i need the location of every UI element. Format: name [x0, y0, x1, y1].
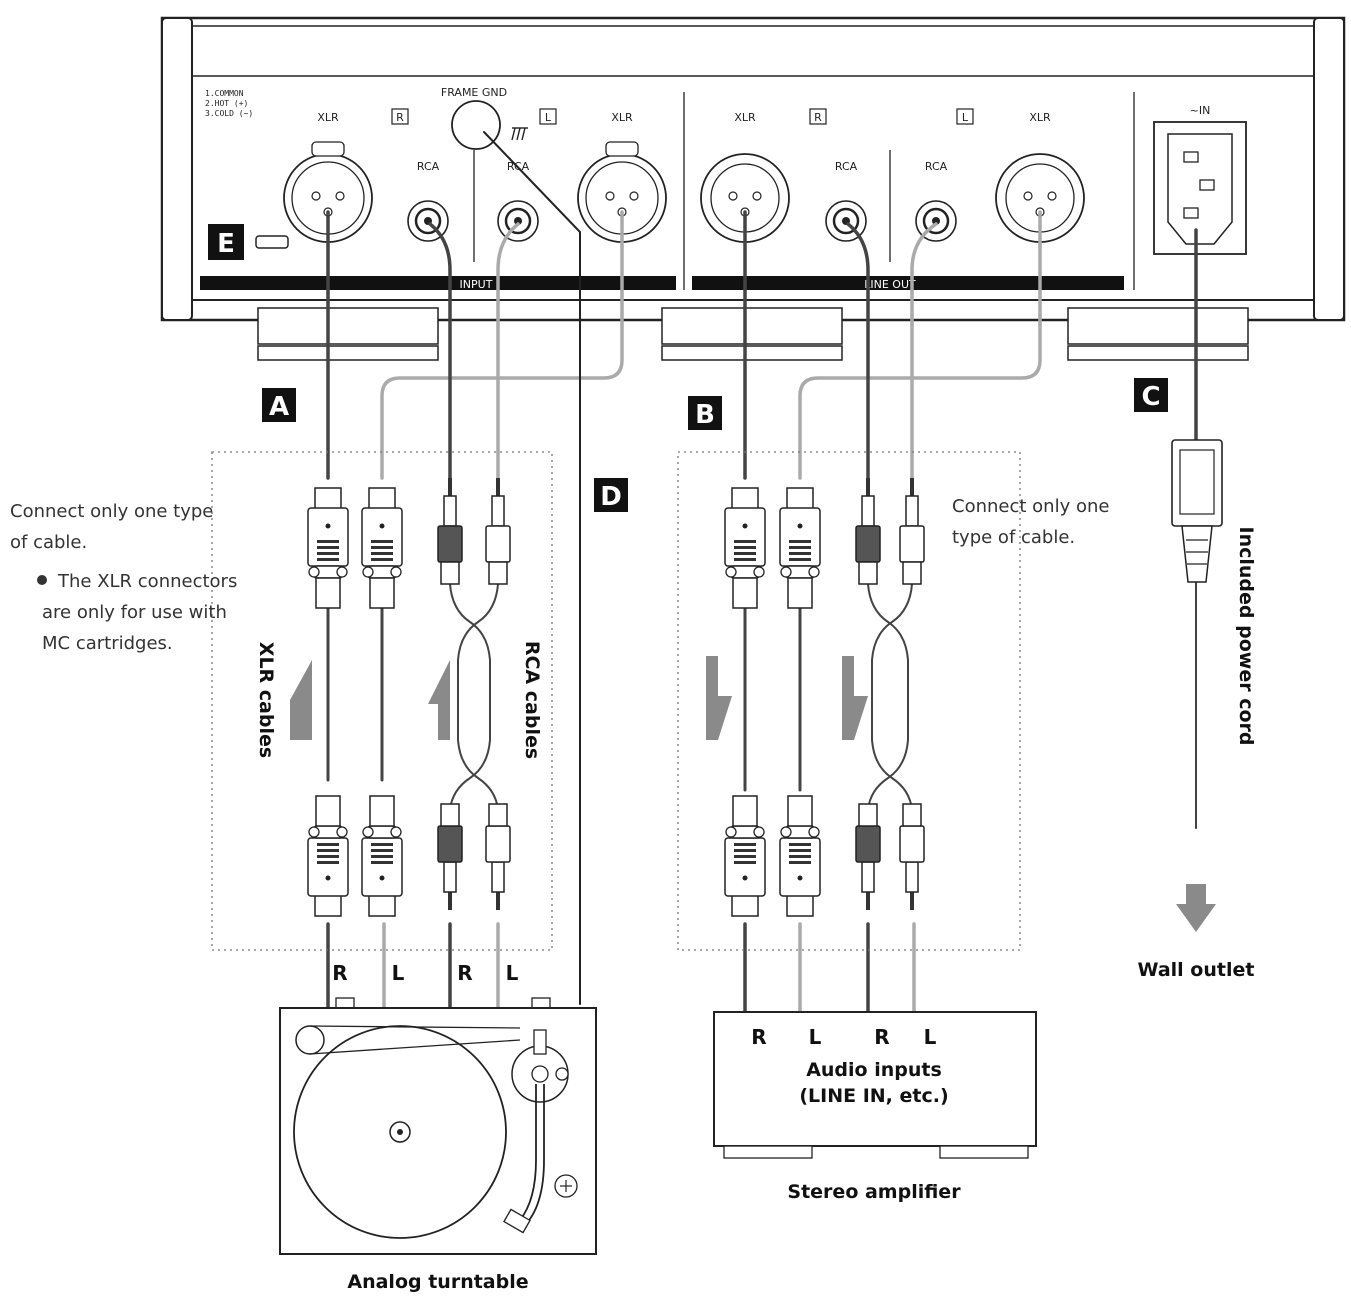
turntable-l1-label: L — [392, 961, 405, 985]
bullet-note-line2: are only for use with — [42, 602, 227, 623]
out-xlr-r-label: XLR — [734, 111, 756, 124]
badge-d-label: D — [600, 482, 622, 512]
amp-l2-label: L — [924, 1025, 937, 1049]
amp-r2-label: R — [874, 1025, 889, 1049]
xlr-cables-label: XLR cables — [255, 642, 277, 758]
turntable-l2-label: L — [506, 961, 519, 985]
out-l-label: L — [962, 111, 969, 124]
input-rca-r-plug-top — [437, 477, 463, 585]
out-xlr-l-plug-top — [779, 487, 821, 609]
out-rca-r-label: RCA — [835, 160, 858, 173]
amp-l1-label: L — [809, 1025, 822, 1049]
pin-legend-2: 2.HOT (+) — [205, 99, 248, 108]
output-rca-plugs — [855, 477, 925, 911]
input-strip-label: INPUT — [460, 278, 493, 291]
badge-e-label: E — [217, 229, 235, 259]
input-xlr-r-jack[interactable] — [283, 141, 373, 243]
badge-e — [208, 224, 244, 260]
input-xlr-plugs — [307, 487, 403, 917]
out-rca-l-plug-top — [899, 477, 925, 585]
out-rca-r-plug-bottom — [855, 803, 881, 911]
badge-c — [1134, 378, 1168, 412]
ac-in-label: ~IN — [1190, 104, 1211, 117]
turntable-r1-label: R — [332, 961, 347, 985]
badge-b — [688, 396, 722, 430]
bullet-note-line1: The XLR connectors — [57, 571, 237, 592]
input-xlr-r-label: XLR — [317, 111, 339, 124]
ac-inlet[interactable] — [1153, 121, 1247, 255]
input-xlr-r-plug-top — [307, 487, 349, 609]
out-rca-l-plug-bottom — [899, 803, 925, 911]
input-xlr-l-label: XLR — [611, 111, 633, 124]
power-cord-label: Included power cord — [1235, 527, 1257, 746]
turntable-label: Analog turntable — [347, 1271, 528, 1293]
amp-inputs-line2: (LINE IN, etc.) — [799, 1085, 948, 1107]
out-xlr-l-plug-bottom — [779, 795, 821, 917]
left-note-line2: of cable. — [10, 532, 87, 553]
arrow-up-icon — [290, 660, 312, 740]
line-out-strip — [692, 276, 1124, 290]
out-xlr-r-plug-bottom — [724, 795, 766, 917]
output-xlr-plugs — [724, 487, 821, 917]
badge-b-label: B — [695, 400, 715, 430]
input-rca-l-plug-top — [485, 477, 511, 585]
out-xlr-l-label: XLR — [1029, 111, 1051, 124]
line-out-strip-label: LINE OUT — [864, 278, 916, 291]
rca-cables-label: RCA cables — [521, 641, 543, 759]
right-note-line1: Connect only one — [952, 496, 1109, 517]
frame-gnd-label: FRAME GND — [441, 86, 507, 99]
arrow-up-icon — [428, 660, 450, 740]
input-xlr-l-plug-top — [361, 487, 403, 609]
power-plug — [1171, 439, 1223, 583]
bullet-icon — [37, 575, 47, 585]
left-note-line1: Connect only one type — [10, 501, 213, 522]
input-xlr-r-plug-bottom — [307, 795, 349, 917]
direction-arrows — [290, 656, 1216, 932]
bullet-note-line3: MC cartridges. — [42, 633, 173, 654]
out-xlr-r-jack[interactable] — [700, 153, 790, 243]
input-xlr-l-jack[interactable] — [577, 141, 667, 243]
input-l-label: L — [545, 111, 552, 124]
wall-outlet-label: Wall outlet — [1138, 959, 1255, 981]
amp-r1-label: R — [751, 1025, 766, 1049]
amp-inputs-line1: Audio inputs — [806, 1059, 942, 1081]
input-rca-l-jack[interactable] — [497, 200, 539, 242]
out-xlr-r-plug-top — [724, 487, 766, 609]
badge-a — [262, 388, 296, 422]
pin-legend-1: 1.COMMON — [205, 89, 244, 98]
pin-legend-3: 3.COLD (−) — [205, 109, 253, 118]
arrow-down-icon — [842, 656, 868, 740]
rear-panel: INPUT LINE OUT 1.COMMON 2.HOT (+) 3.COLD… — [160, 16, 1346, 361]
input-rca-l-plug-bottom — [485, 803, 511, 911]
right-note-line2: type of cable. — [952, 527, 1075, 548]
stereo-amplifier — [713, 1011, 1037, 1159]
input-rca-r-label: RCA — [417, 160, 440, 173]
out-rca-l-label: RCA — [925, 160, 948, 173]
usb-port[interactable] — [255, 235, 289, 249]
turntable-r2-label: R — [457, 961, 472, 985]
badge-a-label: A — [269, 392, 289, 422]
badge-c-label: C — [1141, 382, 1160, 412]
badge-d — [594, 478, 628, 512]
out-rca-r-plug-top — [855, 477, 881, 585]
out-r-label: R — [814, 111, 822, 124]
arrow-down-icon — [1176, 884, 1216, 932]
input-r-label: R — [396, 111, 404, 124]
input-rca-r-plug-bottom — [437, 803, 463, 911]
arrow-down-icon — [706, 656, 732, 740]
analog-turntable — [279, 997, 597, 1255]
amplifier-label: Stereo amplifier — [787, 1181, 961, 1203]
input-xlr-l-plug-bottom — [361, 795, 403, 917]
input-cable-box — [211, 451, 553, 951]
ground-icon — [511, 127, 528, 141]
input-strip — [200, 276, 676, 290]
